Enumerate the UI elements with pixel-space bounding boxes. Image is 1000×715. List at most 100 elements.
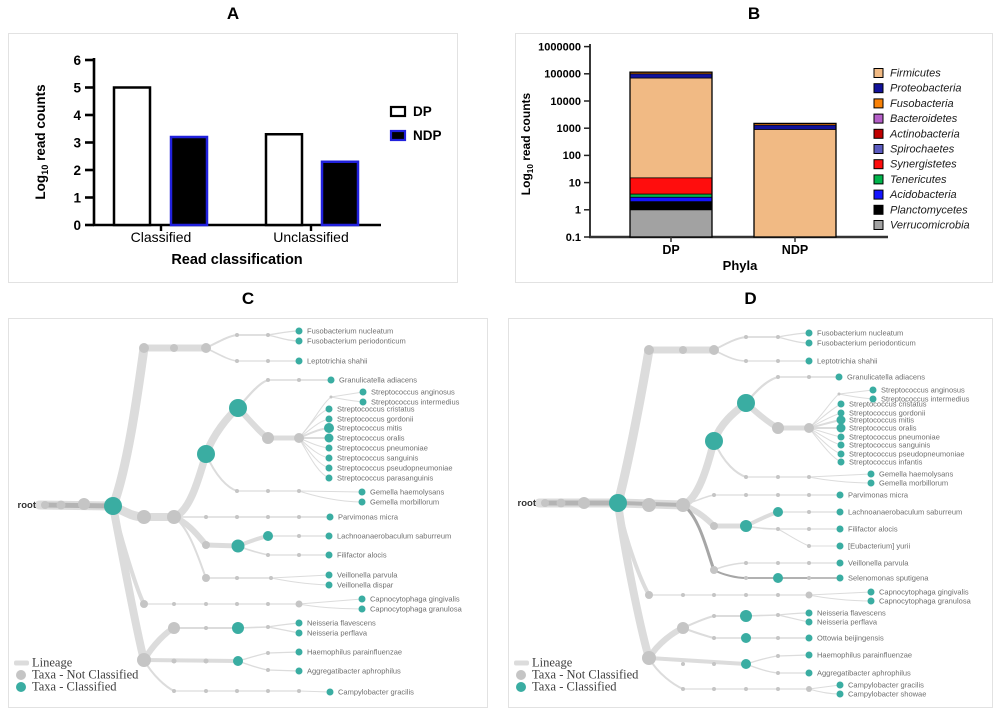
taxon-node-not-classified xyxy=(295,600,303,608)
taxon-label: Campylobacter showae xyxy=(848,690,926,699)
taxon-node-classified xyxy=(741,659,751,669)
taxon-node-classified xyxy=(869,386,877,394)
taxon-node-classified xyxy=(295,648,303,656)
lineage-link xyxy=(777,612,810,616)
legend-label: Bacteroidetes xyxy=(890,113,958,125)
taxon-node-classified xyxy=(295,629,303,637)
lineage-link xyxy=(808,688,841,695)
legend-label: Lineage xyxy=(32,656,73,670)
taxon-node-not-classified xyxy=(204,602,208,606)
taxon-node-not-classified xyxy=(235,333,239,337)
taxon-node-not-classified xyxy=(744,493,748,497)
y-tick-label: 1000 xyxy=(557,123,581,135)
taxon-node-classified xyxy=(836,690,844,698)
taxon-node-classified xyxy=(325,532,333,540)
lineage-link xyxy=(267,330,300,336)
taxon-node-not-classified xyxy=(776,527,780,531)
taxon-node-classified xyxy=(805,634,813,642)
panel-c-title: C xyxy=(241,289,255,308)
lineage-link xyxy=(270,574,330,579)
y-tick-label: 0.1 xyxy=(566,232,581,244)
taxon-node-not-classified xyxy=(201,343,211,353)
legend-label: Taxa - Not Classified xyxy=(32,668,139,682)
taxon-node-not-classified xyxy=(202,541,210,549)
taxon-node-not-classified xyxy=(266,668,270,672)
taxon-node-not-classified xyxy=(804,423,814,433)
taxon-node-classified xyxy=(869,395,877,403)
legend-classified-swatch xyxy=(16,682,26,692)
taxon-label: Streptococcus mitis xyxy=(849,416,914,425)
lineage-link xyxy=(298,490,363,493)
legend-lineage-swatch xyxy=(14,660,29,666)
lineage-link xyxy=(713,349,747,362)
taxon-label: Streptococcus gordonii xyxy=(337,415,414,424)
taxon-label: Streptococcus pseudopneumoniae xyxy=(849,450,965,459)
legend-swatch-spirochaetes xyxy=(873,144,884,154)
lineage-link xyxy=(270,577,330,586)
taxon-label: Haemophilus parainfluenzae xyxy=(817,651,912,660)
taxon-node-not-classified xyxy=(807,475,811,479)
taxon-node-classified xyxy=(325,551,333,559)
legend-label: Taxa - Classified xyxy=(532,680,617,694)
legend-classified-swatch xyxy=(516,682,526,692)
legend-swatch-dp xyxy=(389,105,407,118)
taxon-node-classified xyxy=(867,588,875,596)
taxon-node-classified xyxy=(325,581,333,589)
taxon-node-not-classified xyxy=(712,493,716,497)
legend-swatch-proteobacteria xyxy=(873,83,884,94)
taxon-node-classified xyxy=(295,619,303,627)
taxon-node-classified xyxy=(263,531,273,541)
taxon-node-not-classified xyxy=(168,622,180,634)
taxon-node-not-classified xyxy=(235,359,239,363)
taxon-label: Streptococcus pneumoniae xyxy=(849,433,940,442)
taxon-node-classified xyxy=(805,669,813,677)
lineage-link xyxy=(808,594,872,602)
taxon-node-not-classified xyxy=(297,489,301,493)
y-axis-title: Log10 read counts xyxy=(519,92,535,195)
taxon-node-not-classified xyxy=(172,602,176,606)
taxon-label: Streptococcus sanguinis xyxy=(849,441,931,450)
taxon-label: Streptococcus sanguinis xyxy=(337,454,419,463)
lineage-link xyxy=(838,389,874,395)
tree-nodes xyxy=(41,327,367,696)
taxon-node-classified xyxy=(837,450,845,458)
taxon-label: Capnocytophaga granulosa xyxy=(370,605,463,614)
taxon-node-not-classified xyxy=(137,510,151,524)
taxon-node-not-classified xyxy=(235,576,239,580)
legend-label: Firmicutes xyxy=(890,68,941,80)
taxon-node-classified xyxy=(837,441,845,449)
taxon-node-not-classified xyxy=(776,654,780,658)
taxon-node-not-classified xyxy=(262,432,274,444)
taxon-node-not-classified xyxy=(642,651,656,665)
taxon-node-not-classified xyxy=(709,345,719,355)
taxon-node-classified xyxy=(867,479,875,487)
segment-firmicutes-ndp xyxy=(753,129,837,238)
lineage-link xyxy=(777,528,810,547)
taxon-node-not-classified xyxy=(776,671,780,675)
taxon-node-not-classified xyxy=(203,658,209,664)
taxon-node-not-classified xyxy=(712,614,716,618)
taxon-label: Streptococcus infantis xyxy=(849,458,923,467)
legend-lineage-swatch xyxy=(514,660,529,666)
taxon-node-not-classified xyxy=(712,593,716,597)
legend-swatch-firmicutes xyxy=(873,68,884,78)
lineage-link xyxy=(267,622,300,628)
taxon-node-not-classified xyxy=(807,544,811,548)
segment-proteobacteria-dp xyxy=(629,73,713,79)
taxon-node-classified xyxy=(325,571,333,579)
taxon-node-classified xyxy=(295,667,303,675)
taxon-node-not-classified xyxy=(776,359,780,363)
segment-firmicutes-dp xyxy=(629,77,713,179)
lineage-link xyxy=(777,336,810,344)
taxon-node-not-classified xyxy=(681,593,685,597)
taxon-label: Streptococcus oralis xyxy=(337,434,405,443)
taxon-node-classified xyxy=(837,400,845,408)
taxon-node-classified xyxy=(805,339,813,347)
taxon-node-not-classified xyxy=(776,475,780,479)
taxon-node-not-classified xyxy=(266,378,270,382)
taxon-node-not-classified xyxy=(171,658,177,664)
taxon-node-classified xyxy=(705,432,723,450)
y-tick-label: 5 xyxy=(73,80,81,95)
